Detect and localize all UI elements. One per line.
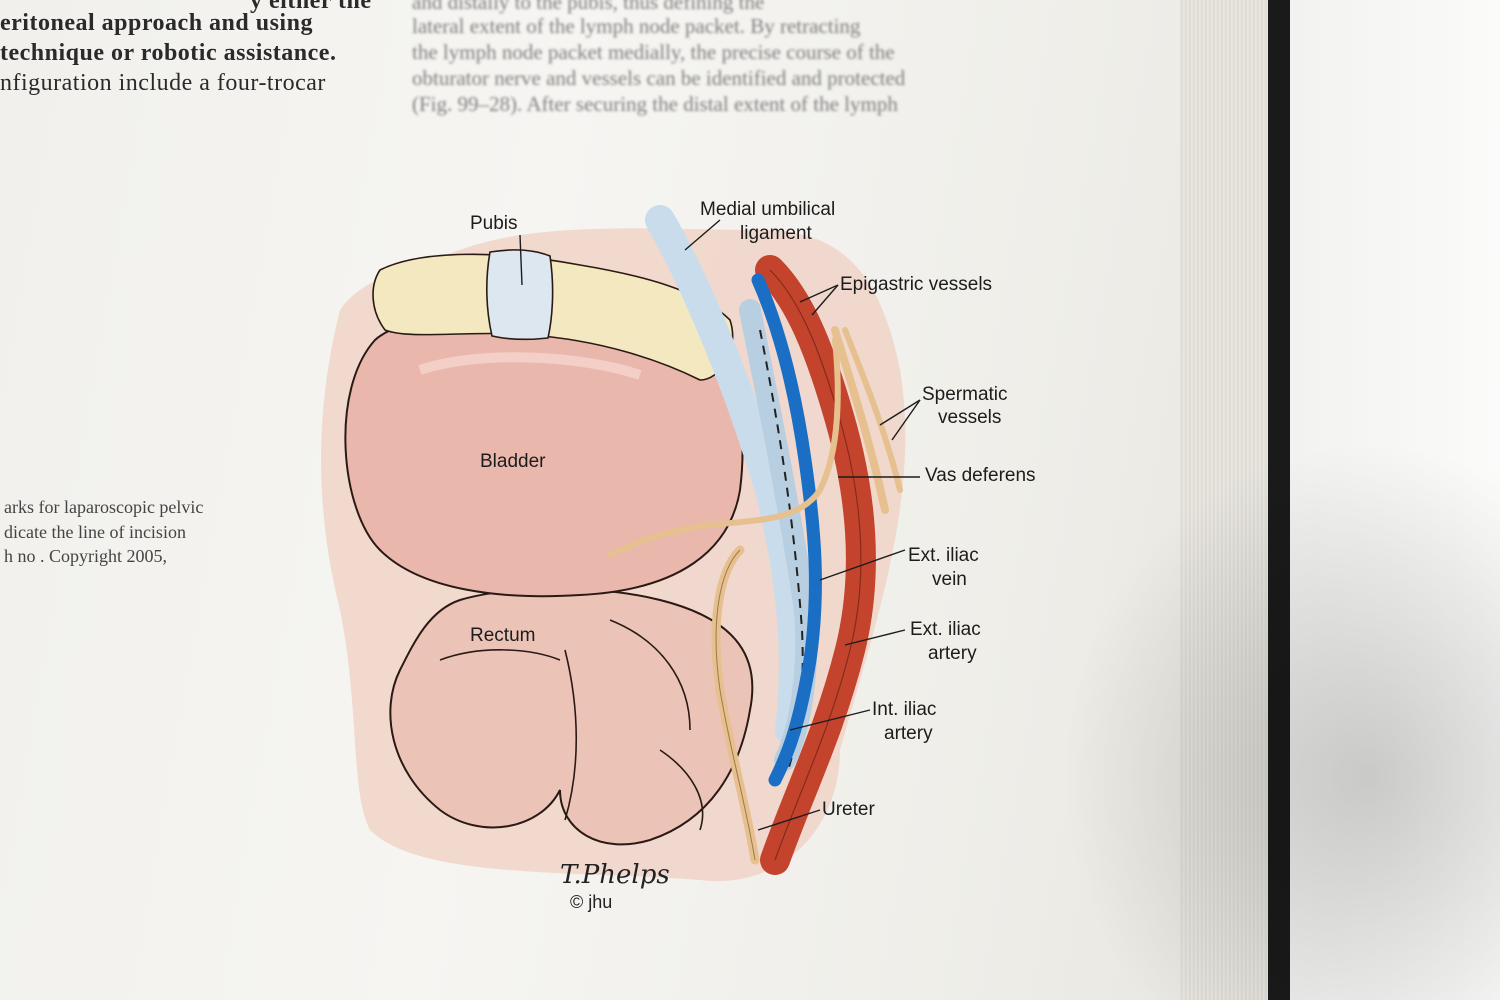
- ext-iliac-artery-outline: [769, 269, 862, 861]
- label-int-iliac-artery-1: Int. iliac: [872, 699, 937, 720]
- label-bladder: Bladder: [480, 451, 546, 472]
- right-column-fragment: and distally to the pubis, thus defining…: [412, 0, 765, 14]
- label-ureter: Ureter: [822, 799, 875, 820]
- background-surface: [1290, 0, 1500, 1000]
- pubis-symphysis: [486, 249, 554, 341]
- leader-spermatic-1: [879, 399, 921, 426]
- leader-ext-iliac-vein: [819, 549, 906, 581]
- label-rectum: Rectum: [470, 625, 536, 646]
- spermatic-vessels-2: [842, 327, 903, 493]
- leader-medial-umbilical: [684, 219, 721, 251]
- caption-line-2: dicate the line of incision: [4, 522, 186, 542]
- spermatic-vessels: [831, 326, 889, 514]
- rectum-shape: [389, 587, 754, 846]
- left-column-fragment: y either the: [250, 0, 372, 14]
- leader-epigastric-2: [811, 284, 839, 316]
- leader-int-iliac-artery: [789, 709, 871, 731]
- copyright-mark: © jhu: [570, 892, 613, 912]
- right-column-line-2: the lymph node packet medially, the prec…: [412, 40, 895, 64]
- label-int-iliac-artery-2: artery: [884, 723, 933, 744]
- label-epigastric-vessels: Epigastric vessels: [840, 274, 993, 295]
- hand-shadow: [1060, 440, 1500, 1000]
- leader-lines: [519, 219, 921, 831]
- leader-ext-iliac-artery: [844, 629, 906, 646]
- bladder-highlight: [418, 352, 642, 380]
- label-vas-deferens: Vas deferens: [925, 465, 1036, 486]
- right-column-line-1: lateral extent of the lymph node packet.…: [412, 14, 861, 38]
- leader-spermatic-2: [891, 399, 921, 441]
- illustrator-signature: T.Phelps: [560, 860, 670, 890]
- vas-deferens: [607, 337, 841, 558]
- pubis-bone: [372, 253, 734, 381]
- left-column-line-2: technique or robotic assistance.: [0, 40, 337, 66]
- label-medial-umbilical-1: Medial umbilical: [700, 199, 836, 220]
- label-spermatic-2: vessels: [938, 407, 1002, 428]
- caption-line-1: arks for laparoscopic pelvic: [4, 497, 204, 517]
- label-spermatic-1: Spermatic: [922, 384, 1008, 405]
- left-column-line-3: nfiguration include a four-trocar: [0, 70, 326, 96]
- leader-epigastric-1: [799, 284, 839, 303]
- label-ext-iliac-artery-1: Ext. iliac: [910, 619, 981, 640]
- label-ext-iliac-vein-2: vein: [932, 569, 967, 590]
- rectum-fold-2: [564, 649, 578, 821]
- rectum-fold-1: [439, 649, 561, 661]
- anatomy-illustration: [321, 205, 921, 882]
- label-ext-iliac-vein-1: Ext. iliac: [908, 545, 979, 566]
- left-column-line-1: eritoneal approach and using: [0, 10, 313, 36]
- medial-umbilical-ligament: [645, 205, 809, 745]
- ureter-outline: [715, 549, 756, 861]
- label-ext-iliac-artery-2: artery: [928, 643, 977, 664]
- caption-line-3: h no . Copyright 2005,: [4, 546, 168, 566]
- right-column-line-3: obturator nerve and vessels can be ident…: [412, 66, 906, 90]
- leader-pubis: [519, 234, 523, 286]
- leader-ureter: [757, 809, 821, 831]
- right-column-line-4: (Fig. 99–28). After securing the distal …: [412, 92, 898, 116]
- label-pubis: Pubis: [470, 213, 518, 234]
- ext-iliac-vein: [751, 273, 822, 787]
- book-cover-edge: [1268, 0, 1290, 1000]
- rectum-fold-4: [659, 749, 704, 831]
- rectum-fold-3: [609, 619, 691, 731]
- label-medial-umbilical-2: ligament: [740, 223, 812, 244]
